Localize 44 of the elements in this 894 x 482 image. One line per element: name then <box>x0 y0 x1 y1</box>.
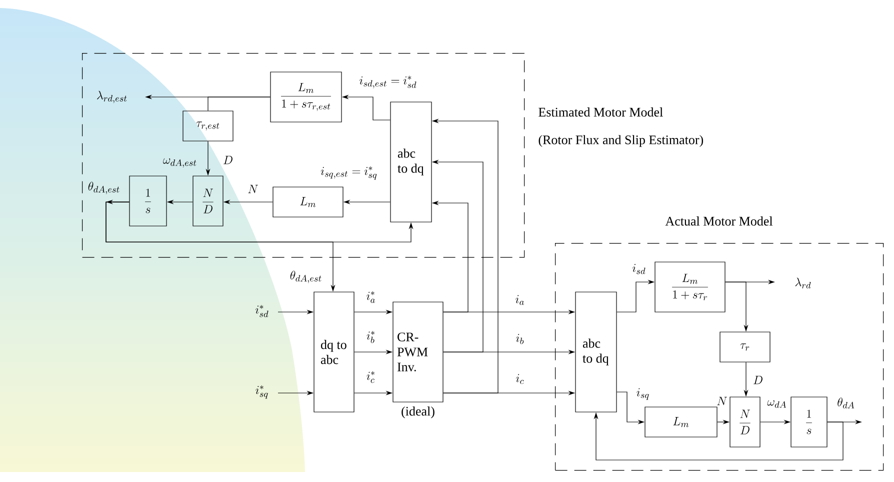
transfer-function-block: $\frac{1}{s}$ <box>129 176 167 226</box>
transform-block: dq to abc <box>314 292 354 412</box>
edge-label: $i_{sq}^{*}$ <box>256 385 268 399</box>
transfer-function-block: $\frac{N}{D}$ <box>730 396 760 448</box>
edge-label: $D$ <box>754 376 762 384</box>
edge-label: $i_b$ <box>516 334 524 344</box>
transform-block: abc to dq <box>575 292 617 412</box>
edge-label: $i_{c}^{*}$ <box>366 371 374 383</box>
edge-label: $N$ <box>717 396 727 406</box>
edge-label: $i_{sd}^{*}$ <box>256 304 268 318</box>
edge-label: $\theta_{dA}$ <box>838 398 854 408</box>
gain-block: $L_m$ <box>644 406 718 438</box>
edge-label: $D$ <box>224 156 232 164</box>
dashed-region <box>82 53 525 258</box>
region-title: Estimated Motor Model <box>538 107 663 117</box>
dashed-region <box>555 243 884 471</box>
edge-label: $\theta_{dA,est}$ <box>290 270 322 284</box>
edge-label: $i_a$ <box>516 295 524 305</box>
edge-label: $i_{sq,est}=i_{sq}^{*}$ <box>320 166 377 180</box>
signal-line <box>208 96 270 111</box>
edge-label: $i_{a}^{*}$ <box>366 291 375 303</box>
block-caption: (ideal) <box>402 406 434 418</box>
transfer-function-block: $\frac{L_m}{1+s\tau_r}$ <box>654 262 726 312</box>
edge-label: $i_{sq}$ <box>636 388 649 400</box>
edge-label: $\lambda_{rd,est}$ <box>97 90 127 104</box>
gain-block: $\tau_{r,est}$ <box>182 110 234 142</box>
edge-label: $\omega_{dA,est}$ <box>163 158 196 168</box>
edge-label: $i_c$ <box>516 374 524 384</box>
gain-block: $\tau_r$ <box>720 332 770 362</box>
edge-label: $i_{b}^{*}$ <box>366 330 374 344</box>
edge-label: $\omega_{dA}$ <box>767 400 786 408</box>
edge-label: $\lambda_{rd}$ <box>795 278 811 288</box>
transfer-function-block: $\frac{1}{s}$ <box>790 396 828 448</box>
region-title: Actual Motor Model <box>665 216 773 226</box>
transform-block: abc to dq <box>390 102 432 222</box>
edge-label: $i_{sd}$ <box>632 264 646 274</box>
transfer-function-block: $\frac{L_m}{1+s\tau_{r,est}}$ <box>270 72 342 122</box>
edge-label: $N$ <box>248 184 258 194</box>
transfer-function-block: $\frac{N}{D}$ <box>192 176 224 226</box>
edge-label: $\theta_{dA,est}$ <box>88 182 120 194</box>
transform-block: CR-PWM Inv. <box>392 302 444 402</box>
region-title: (Rotor Flux and Slip Estimator) <box>538 135 704 147</box>
edge-label: $i_{sd,est}=i_{sd}^{*}$ <box>360 76 416 88</box>
gain-block: $L_m$ <box>272 186 344 218</box>
